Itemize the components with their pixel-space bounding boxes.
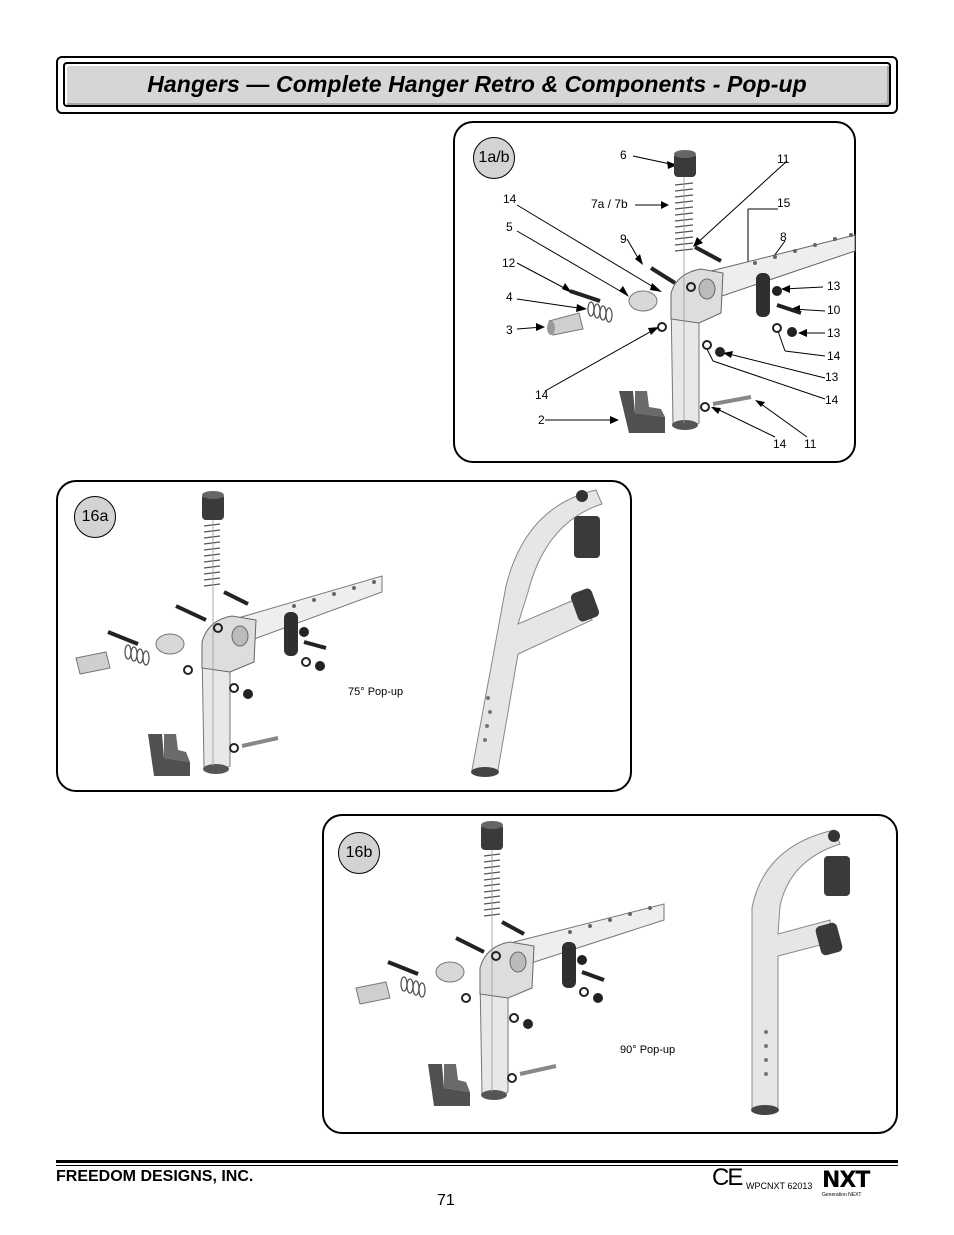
callout-3: 3: [506, 323, 513, 337]
page-title-bar: Hangers — Complete Hanger Retro & Compon…: [63, 62, 891, 107]
document-code: WPCNXT 62013: [746, 1181, 813, 1191]
figure-badge-label: 16b: [345, 844, 373, 861]
callout-15: 15: [777, 196, 791, 210]
callout-11: 11: [804, 437, 817, 451]
callout-12: 12: [502, 256, 516, 270]
page-title-frame: Hangers — Complete Hanger Retro & Compon…: [56, 56, 898, 114]
popup-angle-caption: 75° Pop-up: [348, 686, 404, 698]
callout-13: 13: [827, 279, 841, 293]
nxt-logo: NXT: [822, 1168, 870, 1193]
ce-mark: CE: [712, 1164, 743, 1191]
figure-badge-label: 1a/b: [478, 149, 510, 166]
exploded-assembly-16b: [355, 821, 850, 1115]
figure-badge-1ab: 1a/b: [473, 137, 515, 179]
footer-rule-thin: [56, 1165, 898, 1166]
callout-2: 2: [538, 413, 545, 427]
callout-10: 10: [827, 303, 841, 317]
panel-16a: 16a 75° Pop-up: [56, 480, 632, 792]
page-title: Hangers — Complete Hanger Retro & Compon…: [147, 71, 807, 97]
callout-14: 14: [535, 388, 549, 402]
figure-badge-16a: 16a: [74, 496, 116, 538]
callout-5: 5: [506, 220, 513, 234]
exploded-assembly-1ab: [516, 150, 856, 438]
popup-angle-caption: 90° Pop-up: [620, 1044, 676, 1056]
callout-7a-7b: 7a / 7b: [591, 197, 628, 211]
callout-13: 13: [825, 370, 839, 384]
callout-13: 13: [827, 326, 841, 340]
callout-8: 8: [780, 230, 787, 244]
footer-rule: [56, 1160, 898, 1163]
panel-1ab: 1a/b 6 11 14 7a / 7b 15 5 9 8 12 13 4 10…: [453, 121, 856, 463]
nxt-logo-tagline: Generation NEXT: [822, 1192, 862, 1198]
figure-badge-label: 16a: [81, 508, 109, 525]
callout-11: 11: [777, 152, 790, 166]
page-number: 71: [437, 1192, 455, 1209]
callout-4: 4: [506, 290, 513, 304]
callout-14: 14: [773, 437, 787, 451]
company-name: FREEDOM DESIGNS, INC.: [56, 1168, 254, 1185]
panel-16b: 16b 90° Pop-up: [322, 814, 898, 1134]
callout-14: 14: [825, 393, 839, 407]
callout-14: 14: [827, 349, 841, 363]
figure-badge-16b: 16b: [338, 832, 380, 874]
callout-14: 14: [503, 192, 517, 206]
callout-6: 6: [620, 148, 627, 162]
exploded-assembly-16a: [75, 489, 603, 777]
callout-9: 9: [620, 232, 627, 246]
